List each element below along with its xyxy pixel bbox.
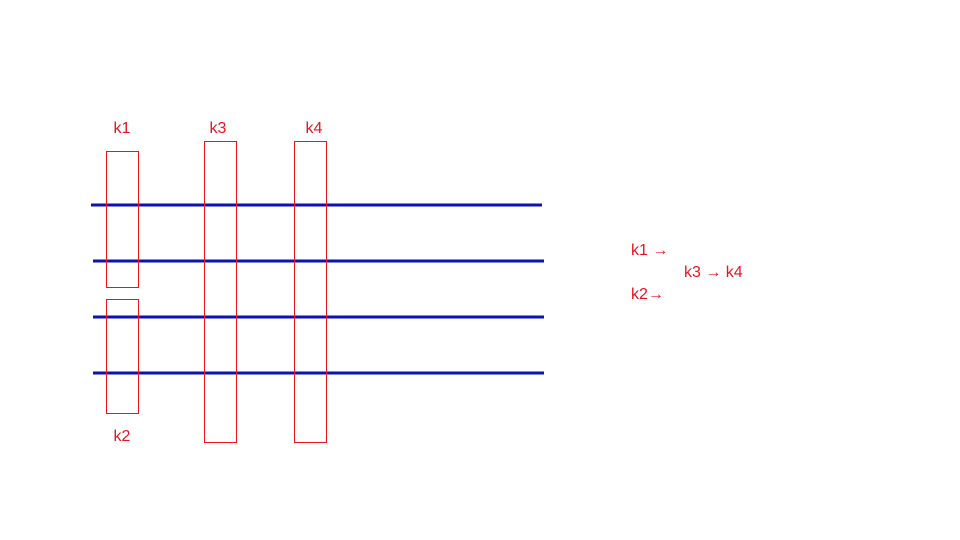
label-k2: k2 [114,428,131,445]
box-k4 [294,141,327,443]
label-k1: k1 [114,120,131,137]
box-k2 [106,299,139,414]
box-k1 [106,151,139,288]
box-k3 [204,141,237,443]
flow-text-k1: k1 → [631,242,669,259]
label-k3: k3 [210,120,227,137]
flow-text-k2: k2→ [631,286,664,303]
label-k4: k4 [306,120,323,137]
flow-text-k3-k4: k3 → k4 [684,264,743,281]
